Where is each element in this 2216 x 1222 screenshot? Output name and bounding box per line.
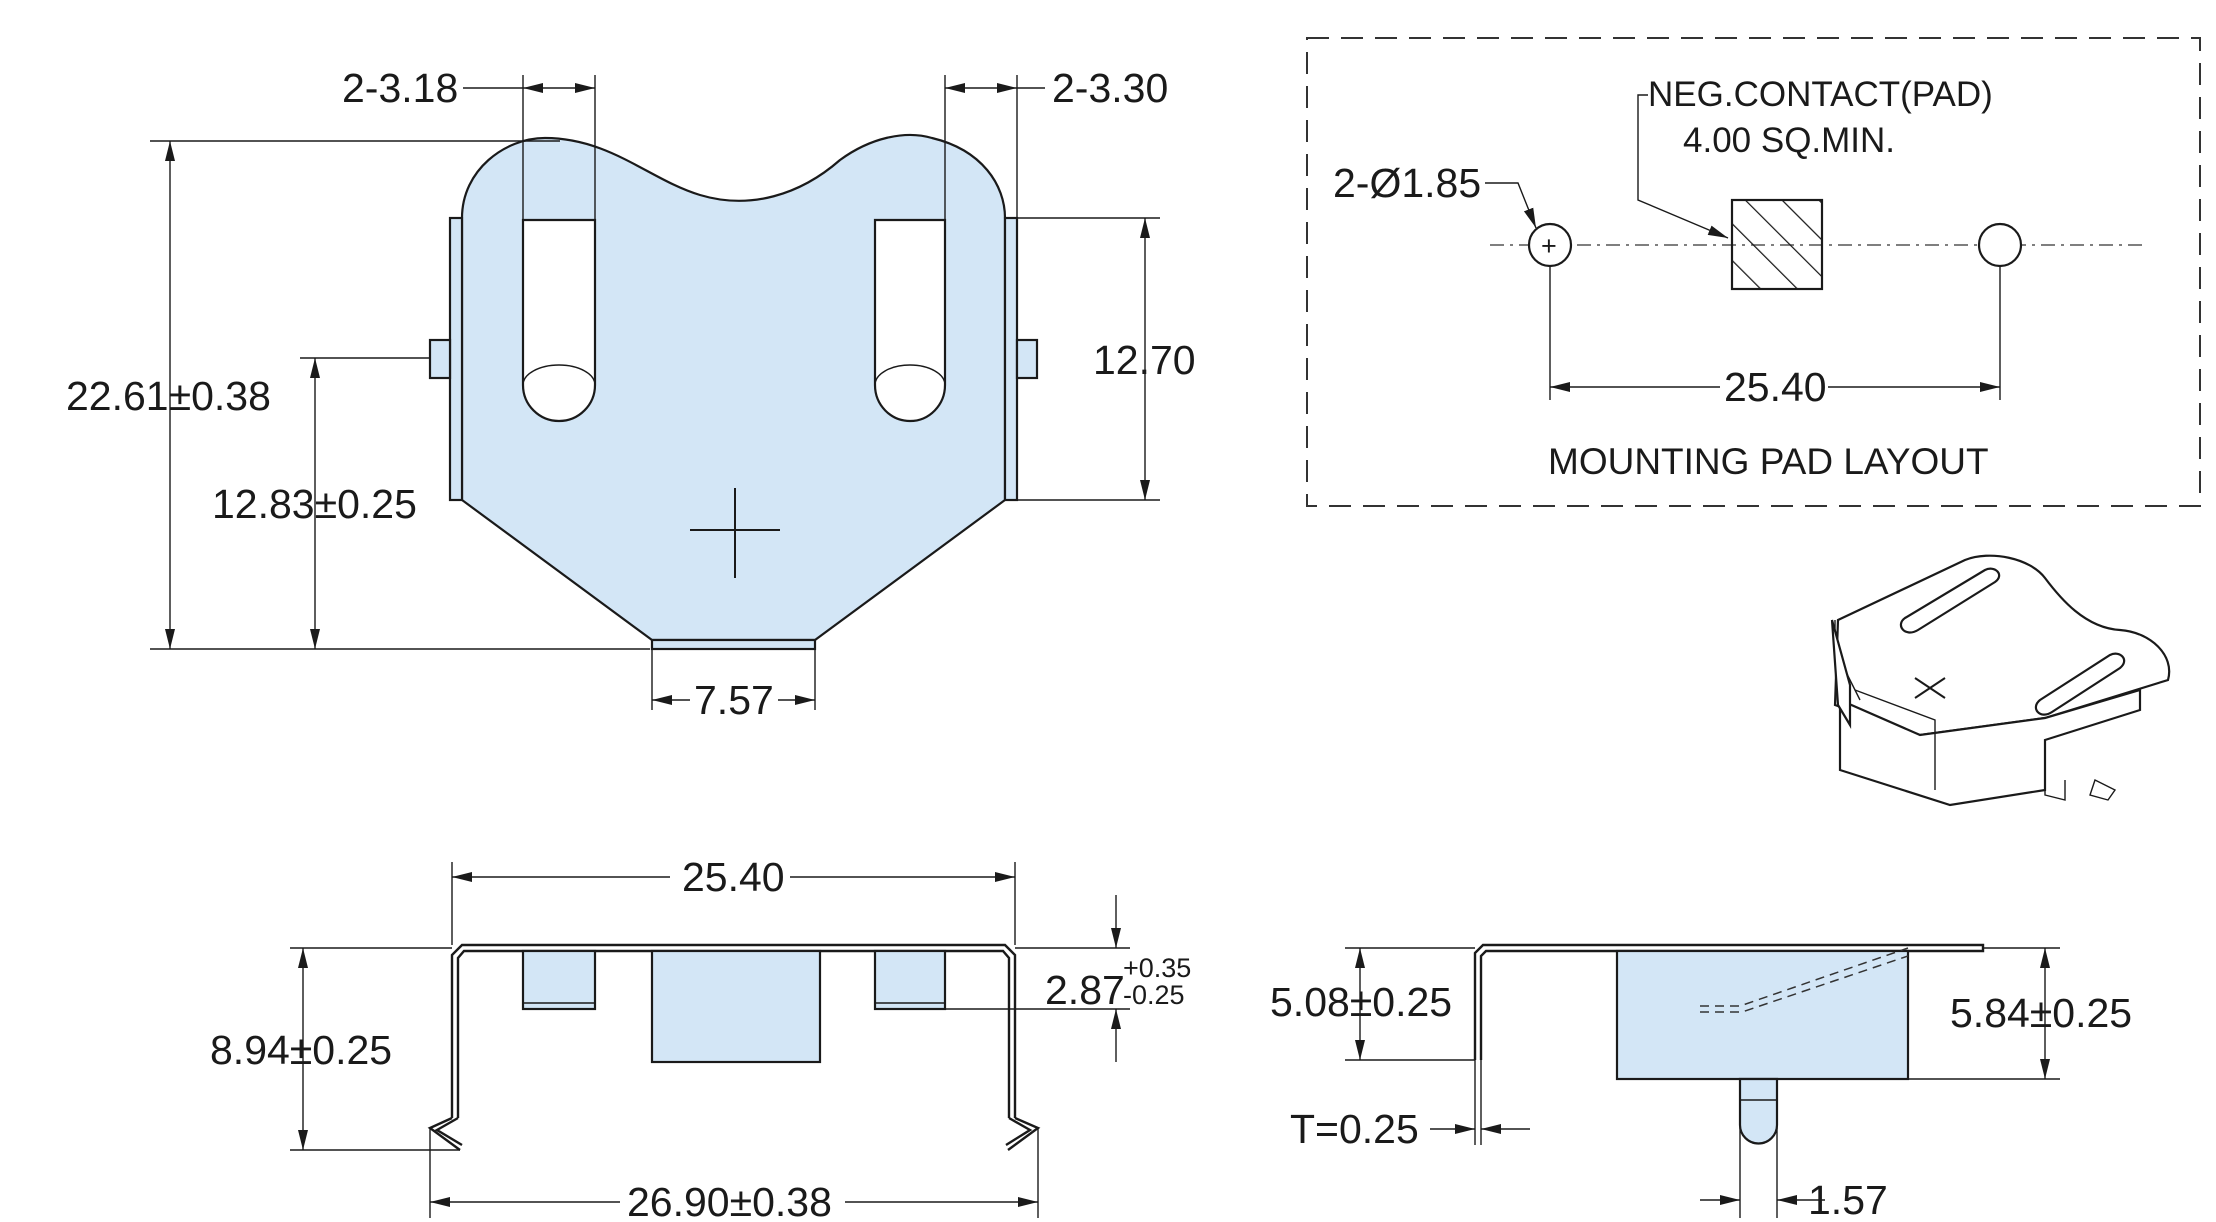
iso-front-wall (1838, 688, 2142, 807)
neg-contact-label: NEG.CONTACT(PAD) (1648, 75, 1993, 114)
front-tab-right (873, 949, 947, 1011)
pad-layout-title: MOUNTING PAD LAYOUT (1548, 441, 1989, 482)
dim-slot-right: 2-3.30 (1052, 65, 1168, 111)
mounting-pad-layout: + NEG.CONTACT(PAD) 4.00 SQ.MIN. 2-Ø1.85 … (1306, 37, 2201, 507)
dim-overall-width: 26.90±0.38 (627, 1179, 832, 1222)
plus-mark-icon (690, 488, 780, 578)
side-view: 5.08±0.25 5.84±0.25 T=0.25 1.57 (1270, 943, 2132, 1222)
svg-text:+: + (1541, 231, 1557, 261)
iso-left-wall (1830, 619, 1852, 729)
front-tab-left (521, 949, 597, 1011)
dim-front-width: 25.40 (682, 854, 785, 900)
front-tab-center (650, 949, 822, 1064)
right-flange (1003, 216, 1019, 502)
dim-front-height: 8.94±0.25 (210, 1027, 392, 1073)
side-pin (1738, 1077, 1779, 1145)
left-slot (521, 218, 597, 423)
front-left-foot (427, 1116, 463, 1151)
dim-side-right-height: 5.84±0.25 (1950, 990, 2132, 1036)
dim-tab-height: 2.87 (1045, 967, 1125, 1013)
dim-overall-height: 22.61±0.38 (66, 373, 271, 419)
hole-right (1977, 222, 2023, 268)
dim-bottom-width: 7.57 (694, 677, 774, 723)
front-right-foot (1005, 1116, 1041, 1151)
dim-thickness: T=0.25 (1290, 1106, 1419, 1152)
isometric-view (1830, 554, 2171, 807)
holder-body-top (460, 133, 1007, 642)
dim-pin-width: 1.57 (1808, 1177, 1888, 1222)
front-profile (450, 943, 1017, 1118)
right-slot (873, 218, 947, 423)
bottom-strip (650, 638, 817, 651)
iso-slot-back (1899, 567, 2001, 634)
left-flange (448, 216, 464, 502)
dim-slot-left: 2-3.18 (342, 65, 458, 111)
dim-tab-tol-plus: +0.35 (1123, 953, 1191, 983)
pad-layout-frame (1306, 37, 2201, 507)
iso-x-mark-icon (1914, 677, 1946, 699)
hole-diameter-dim: 2-Ø1.85 (1333, 160, 1481, 206)
dim-side-height: 12.70 (1093, 337, 1196, 383)
dim-side-left-height: 5.08±0.25 (1270, 979, 1452, 1025)
pad-spacing-dim: 25.40 (1724, 364, 1827, 410)
right-tab (1015, 338, 1039, 380)
dim-center-height: 12.83±0.25 (212, 481, 417, 527)
dim-tab-tol-minus: -0.25 (1123, 980, 1185, 1010)
iso-slot-front (2034, 652, 2126, 716)
left-tab (428, 338, 452, 380)
neg-contact-pad (1730, 198, 1824, 291)
neg-contact-size: 4.00 SQ.MIN. (1683, 121, 1895, 160)
top-view: 2-3.18 2-3.30 22.61±0.38 12.83±0.25 12.7… (66, 65, 1196, 723)
front-view: 25.40 8.94±0.25 2.87 +0.35 -0.25 26.90±0… (210, 854, 1191, 1222)
